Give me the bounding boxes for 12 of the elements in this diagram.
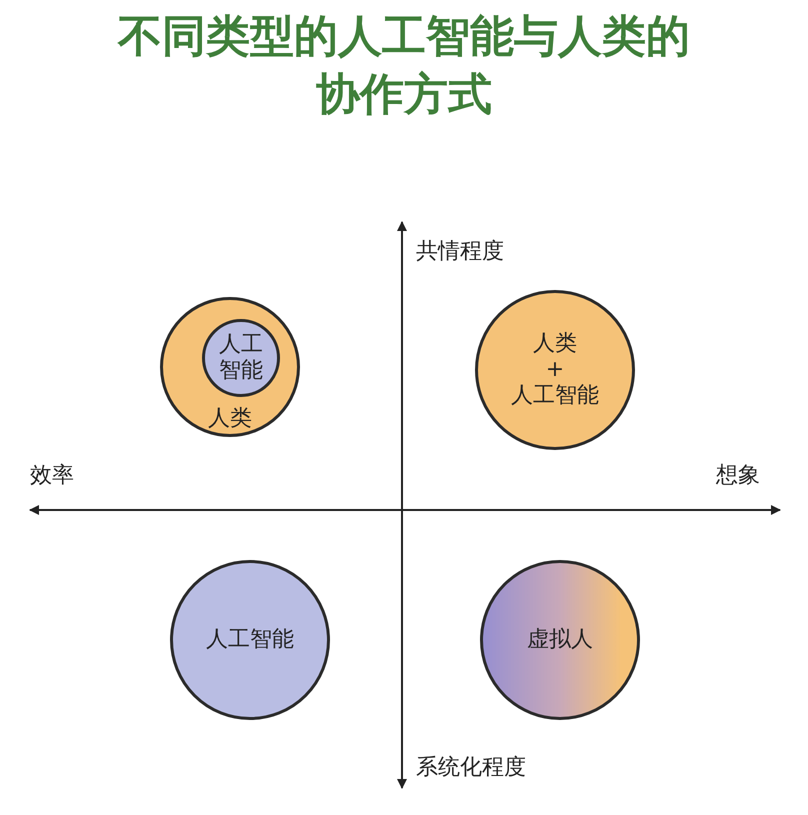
title: 不同类型的人工智能与人类的协作方式 <box>116 10 691 122</box>
node-label: + <box>546 357 564 383</box>
node-label: 人类 <box>533 331 577 357</box>
axis-label: 效率 <box>30 462 74 490</box>
axis-label: 共情程度 <box>416 238 504 266</box>
axis-label: 系统化程度 <box>416 754 526 782</box>
node-label: 人类 <box>208 406 252 432</box>
axis-label: 想象 <box>716 462 760 490</box>
node-label: 人工智能 <box>206 627 294 653</box>
node-label: 虚拟人 <box>527 627 593 653</box>
node-label: 人工智能 <box>218 332 264 384</box>
node-label: 人工智能 <box>511 383 599 409</box>
